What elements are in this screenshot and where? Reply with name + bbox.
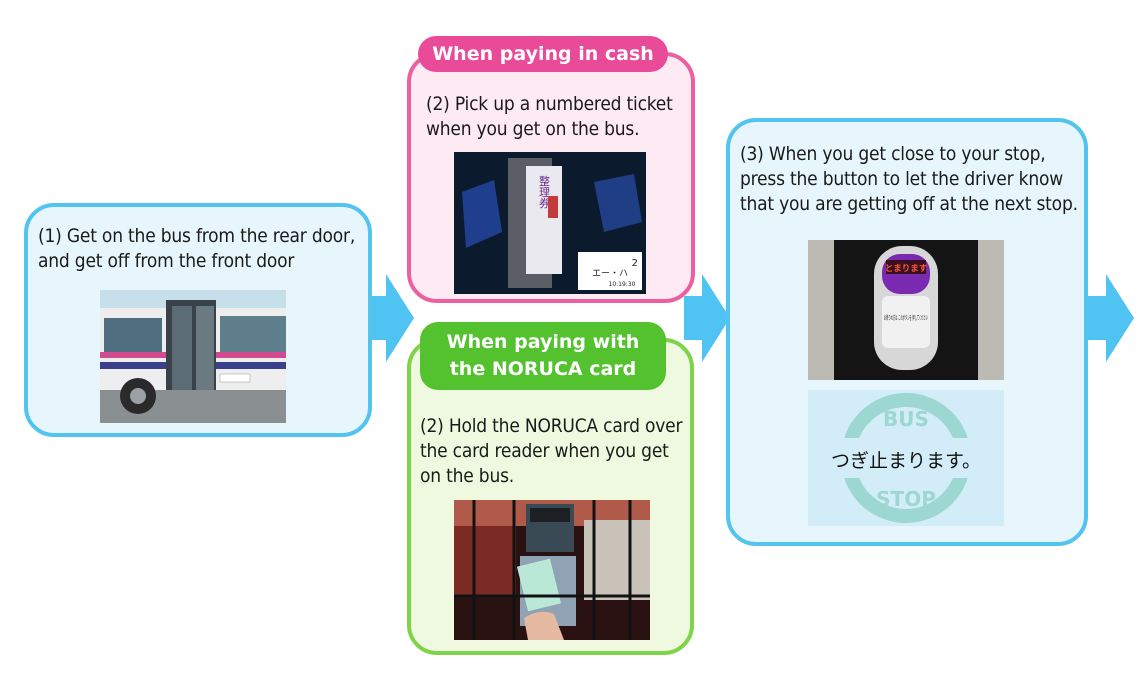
arrow-right-icon <box>368 274 414 362</box>
sign-message-text: つぎ止まります。 <box>831 450 981 472</box>
step3-text-line: that you are getting off at the next sto… <box>740 193 1078 215</box>
card-reader-photo <box>454 500 650 640</box>
arrow-right-icon <box>1086 274 1134 362</box>
ticket-time: 10:19:30 <box>609 281 636 288</box>
card-text: (2) Hold the NORUCA card over the card r… <box>420 414 683 489</box>
bus-photo <box>100 290 286 423</box>
step3-text-line: press the button to let the driver know <box>740 168 1064 190</box>
ticket-number: 2 <box>632 258 638 269</box>
sign-bottom-text: STOP <box>876 487 936 511</box>
step3-text-line: (3) When you get close to your stop, <box>740 143 1046 165</box>
arrow-right-icon <box>684 274 730 362</box>
step3-text: (3) When you get close to your stop, pre… <box>740 142 1078 217</box>
cash-text: (2) Pick up a numbered ticket when you g… <box>426 92 673 142</box>
card-tag: When paying with the NORUCA card <box>420 322 666 390</box>
ticket-machine-photo: 整理券 2 エー・ハ 10:19:30 <box>454 152 646 294</box>
card-tag-line: the NORUCA card <box>449 358 637 380</box>
card-text-line: the card reader when you get <box>420 440 669 462</box>
cash-text-line: when you get on the bus. <box>426 118 640 140</box>
card-text-line: on the bus. <box>420 465 515 487</box>
cash-text-line: (2) Pick up a numbered ticket <box>426 93 673 115</box>
step1-text-line: and get off from the front door <box>38 250 295 272</box>
next-stop-sign-photo: BUS STOP つぎ止まります。 <box>808 390 1004 526</box>
stop-button-label: お降りの方は このボタンを 押してください <box>884 314 928 322</box>
step1-text-line: (1) Get on the bus from the rear door, <box>38 225 356 247</box>
card-tag-line: When paying with <box>446 331 640 353</box>
step1-text: (1) Get on the bus from the rear door, a… <box>38 224 355 274</box>
stop-button-display: とまります <box>885 264 928 274</box>
ticket-machine-label: 整理券 <box>538 174 551 208</box>
sign-top-text: BUS <box>883 407 929 431</box>
ticket-station: エー・ハ <box>592 269 628 279</box>
card-text-line: (2) Hold the NORUCA card over <box>420 415 683 437</box>
stop-button-photo: とまります お降りの方は このボタンを 押してください <box>808 240 1004 380</box>
cash-tag: When paying in cash <box>418 36 668 72</box>
